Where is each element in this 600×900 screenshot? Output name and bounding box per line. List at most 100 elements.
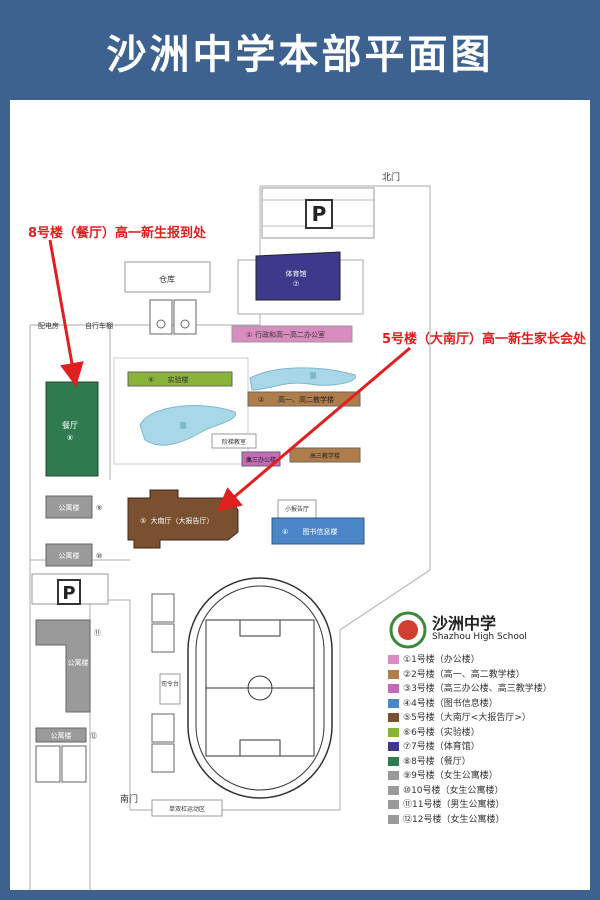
- legend-swatch: [388, 655, 399, 664]
- library-num: ④: [282, 528, 288, 536]
- legend-label: ⑥6号楼（实验楼）: [403, 727, 480, 738]
- courts-north: [149, 299, 197, 335]
- building-4-library: ④ 图书信息楼: [271, 517, 365, 545]
- senior3-num: ③: [246, 457, 251, 464]
- gym-label: 体育馆: [286, 269, 307, 278]
- legend-item: ⑨9号楼（女生公寓楼）: [388, 768, 498, 782]
- canteen-num: ⑧: [67, 434, 73, 442]
- dorm11-label: 公寓楼: [68, 658, 89, 667]
- lecture-room-label: 阶梯教室: [222, 438, 246, 446]
- hall-label: 大南厅（大报告厅）: [151, 516, 214, 525]
- dorm11-num: ⑪: [94, 629, 101, 637]
- legend-swatch: [388, 800, 399, 809]
- running-track: [187, 577, 333, 799]
- lecture-room: 阶梯教室: [211, 433, 257, 449]
- school-name-en: Shazhou High School: [432, 632, 527, 642]
- parking-south-label: P: [62, 583, 75, 604]
- teaching-label: 高一、高二教学楼: [278, 395, 334, 404]
- dorm9-label: 公寓楼: [59, 503, 80, 512]
- building-5-hall: 大南厅（大报告厅） ⑤: [127, 489, 239, 549]
- legend-label: ⑧8号楼（餐厅）: [403, 756, 471, 767]
- legend-label: ⑦7号楼（体育馆）: [403, 742, 480, 752]
- legend-item: ⑦7号楼（体育馆）: [388, 739, 480, 753]
- building-7-gym: 体育馆 ⑦: [237, 251, 364, 315]
- library-label: 图书信息楼: [303, 527, 338, 536]
- small-hall-label: 小报告厅: [285, 505, 309, 513]
- lake-area: 湖 湖: [139, 367, 356, 446]
- building-11-12-dorm: 公寓楼 ⑪ 公寓楼 ⑫: [35, 619, 101, 743]
- dorm12-num: ⑫: [90, 732, 97, 740]
- legend-label: ③3号楼（高三办公楼、高三教学楼）: [403, 684, 552, 694]
- legend-item: ⑩10号楼（女生公寓楼）: [388, 783, 504, 797]
- dorm9-num: ⑨: [96, 504, 102, 512]
- legend-swatch: [388, 771, 399, 780]
- podium: 司令台: [159, 673, 181, 705]
- canteen-label: 餐厅: [62, 421, 78, 430]
- bar-area-label: 单双杠运动区: [169, 805, 205, 813]
- legend-label: ④4号楼（图书信息楼）: [403, 698, 498, 709]
- south-gate-label: 南门: [120, 793, 138, 805]
- legend-item: ⑪11号楼（男生公寓楼）: [388, 797, 504, 811]
- lab-num: ⑥: [148, 376, 154, 384]
- legend-label: ⑨9号楼（女生公寓楼）: [403, 771, 498, 781]
- parking-north: P: [261, 187, 375, 239]
- bar-area: 单双杠运动区: [151, 799, 223, 817]
- building-6-lab: ⑥ 实验楼: [127, 371, 233, 387]
- lab-label: 实验楼: [168, 375, 189, 384]
- building-1-admin: ① 行政和高一高二办公室: [231, 325, 353, 343]
- dorm10-num: ⑩: [96, 552, 102, 560]
- page-title: 沙洲中学本部平面图: [106, 31, 494, 78]
- annotation-arrows: [48, 239, 411, 512]
- dorm10-label: 公寓楼: [59, 551, 80, 560]
- senior3-teaching-label: 高三教学楼: [310, 452, 340, 460]
- teaching-num: ②: [258, 396, 264, 404]
- podium-label: 司令台: [161, 680, 179, 688]
- building-8-canteen: 餐厅 ⑧: [45, 381, 99, 477]
- bike-shed-label: 自行车棚: [85, 321, 113, 330]
- legend-label: ①1号楼（办公楼）: [403, 655, 480, 665]
- school-logo: 沙洲中学 Shazhou High School: [388, 610, 578, 650]
- legend-swatch: [388, 756, 399, 766]
- courts-track-west: [151, 593, 175, 773]
- legend-label: ⑪11号楼（男生公寓楼）: [403, 800, 505, 810]
- school-name-cn: 沙洲中学: [432, 614, 497, 633]
- school-emblem-icon: [389, 611, 427, 649]
- lake-label: 湖: [180, 422, 186, 430]
- building-9-10-dorm: 公寓楼 ⑨ 公寓楼 ⑩: [45, 495, 102, 567]
- legend-swatch: [388, 727, 399, 737]
- power-room-label: 配电房: [38, 321, 59, 330]
- legend-item: ④4号楼（图书信息楼）: [388, 696, 498, 710]
- warehouse: 仓库: [124, 261, 211, 293]
- parking-south: P: [31, 573, 109, 605]
- legend-item: ③3号楼（高三办公楼、高三教学楼）: [388, 681, 552, 695]
- building-3-senior3: 高三办公楼 ③ 高三教学楼: [241, 447, 361, 467]
- dorm12-label: 公寓楼: [51, 731, 72, 740]
- legend-swatch: [388, 669, 399, 679]
- parking-north-label: P: [312, 202, 327, 226]
- north-gate-label: 北门: [382, 171, 400, 183]
- legend-swatch: [388, 742, 399, 751]
- legend-item: ⑤5号楼（大南厅<大报告厅>）: [388, 710, 531, 724]
- legend-swatch: [388, 684, 399, 693]
- legend-item: ②2号楼（高一、高二教学楼）: [388, 667, 525, 681]
- arrow-to-canteen: [48, 239, 84, 387]
- lake2-label: 湖: [310, 372, 316, 380]
- senior3-office-label: 高三办公楼: [246, 456, 276, 464]
- legend-swatch: [388, 814, 399, 824]
- legend-label: ⑤5号楼（大南厅<大报告厅>）: [403, 713, 531, 723]
- legend-label: ⑩10号楼（女生公寓楼）: [403, 785, 504, 796]
- legend-label: ②2号楼（高一、高二教学楼）: [403, 669, 525, 680]
- legend-swatch: [388, 785, 399, 795]
- legend-item: ⑧8号楼（餐厅）: [388, 754, 471, 768]
- gym-num: ⑦: [293, 280, 299, 288]
- hall-num: ⑤: [140, 517, 146, 525]
- admin-label: 行政和高一高二办公室: [255, 330, 325, 339]
- annotation-canteen-registration: 8号楼（餐厅）高一新生报到处: [28, 226, 207, 241]
- legend-swatch: [388, 698, 399, 708]
- building-2-teaching: ② 高一、高二教学楼: [247, 391, 361, 407]
- arrow-to-hall: [216, 346, 411, 512]
- campus-map: P 北门 仓库 体育馆 ⑦ 配电房: [10, 100, 590, 890]
- legend-item: ⑥6号楼（实验楼）: [388, 725, 480, 739]
- legend-item: ⑫12号楼（女生公寓楼）: [388, 812, 504, 826]
- legend-swatch: [388, 713, 399, 722]
